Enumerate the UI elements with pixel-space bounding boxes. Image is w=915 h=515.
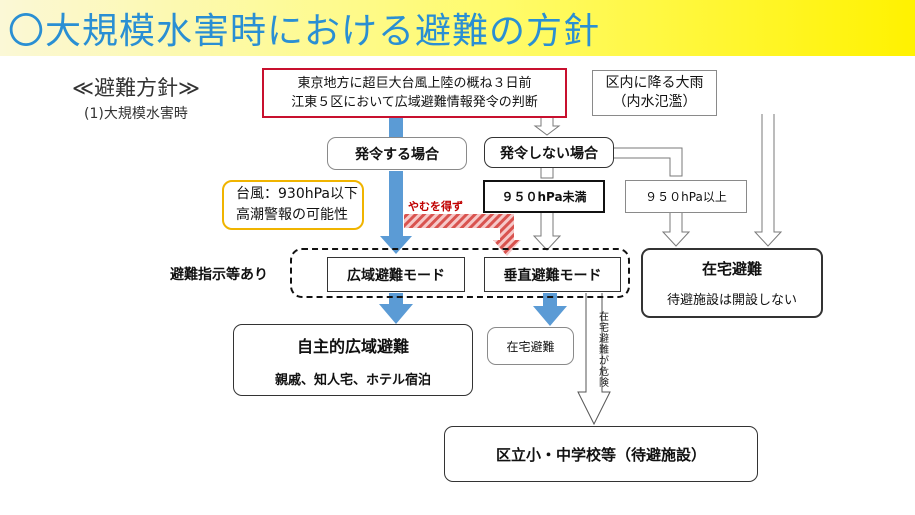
under-950-box: ９５０hPa未満 bbox=[483, 180, 605, 213]
hollow-arrow-7 bbox=[577, 293, 611, 426]
voluntary-wide-evac-box: 自主的広域避難 親戚、知人宅、ホテル宿泊 bbox=[233, 324, 473, 396]
policy-heading: ≪避難方針≫ bbox=[72, 76, 200, 100]
home-evac-small-box: 在宅避難 bbox=[487, 327, 574, 365]
typhoon-condition-box: 台風：930hPa以下 高潮警報の可能性 bbox=[222, 180, 364, 230]
unavoidable-label: やむを得ず bbox=[408, 200, 463, 213]
advance-judgment-line2: 江東５区において広域避難情報発令の判断 bbox=[291, 95, 538, 110]
vertical-mode-label: 垂直避難モード bbox=[503, 267, 602, 284]
evac-instruction-label: 避難指示等あり bbox=[170, 267, 268, 283]
blue-arrowhead-2 bbox=[380, 236, 412, 254]
over-950-label: ９５０hPa以上 bbox=[645, 190, 727, 204]
hollow-arrow-1 bbox=[533, 117, 561, 136]
no-issue-case-box: 発令しない場合 bbox=[484, 137, 614, 168]
page-title: 〇大規模水害時における避難の方針 bbox=[8, 11, 601, 52]
hollow-arrow-3 bbox=[532, 212, 562, 251]
wide-area-mode-box: 広域避難モード bbox=[327, 257, 465, 292]
hollow-arrow-4 bbox=[614, 147, 683, 177]
inland-rain-box: 区内に降る大雨 （内水氾濫） bbox=[592, 70, 717, 116]
typhoon-line2: 高潮警報の可能性 bbox=[236, 207, 348, 223]
home-evac-danger-label: 在宅避難が危険 bbox=[599, 312, 609, 389]
typhoon-line1: 台風：930hPa以下 bbox=[236, 186, 358, 202]
hatched-arrow-horizontal bbox=[404, 214, 512, 228]
no-issue-case-label: 発令しない場合 bbox=[500, 145, 598, 162]
wide-area-mode-label: 広域避難モード bbox=[347, 267, 445, 284]
advance-judgment-box: 東京地方に超巨大台風上陸の概ね３日前 江東５区において広域避難情報発令の判断 bbox=[262, 68, 567, 118]
home-evac-right-box: 在宅避難 待避施設は開設しない bbox=[641, 248, 823, 318]
school-shelter-label: 区立小・中学校等（待避施設） bbox=[495, 445, 706, 464]
issue-case-box: 発令する場合 bbox=[327, 137, 467, 170]
voluntary-wide-evac-title: 自主的広域避難 bbox=[296, 336, 409, 356]
evac-instruction-group bbox=[290, 248, 630, 298]
voluntary-wide-evac-sub: 親戚、知人宅、ホテル宿泊 bbox=[274, 372, 431, 388]
inland-rain-line2: （内水氾濫） bbox=[612, 94, 697, 110]
hatched-arrow-vertical bbox=[500, 214, 514, 242]
home-evac-right-sub: 待避施設は開設しない bbox=[666, 293, 797, 308]
title-band bbox=[0, 0, 915, 56]
issue-case-label: 発令する場合 bbox=[355, 146, 439, 163]
hollow-arrow-5 bbox=[661, 212, 691, 247]
blue-arrow-3 bbox=[379, 293, 413, 324]
blue-arrow-2 bbox=[389, 171, 403, 236]
school-shelter-box: 区立小・中学校等（待避施設） bbox=[444, 426, 758, 482]
home-evac-right-title: 在宅避難 bbox=[701, 260, 762, 278]
blue-arrow-4 bbox=[533, 293, 567, 326]
blue-arrow-1 bbox=[389, 117, 403, 137]
hollow-arrow-6 bbox=[753, 114, 783, 247]
under-950-label: ９５０hPa未満 bbox=[501, 190, 587, 204]
hollow-arrow-2 bbox=[540, 167, 554, 179]
vertical-mode-box: 垂直避難モード bbox=[484, 257, 621, 292]
inland-rain-line1: 区内に降る大雨 bbox=[605, 75, 704, 91]
policy-subheading: (1)大規模水害時 bbox=[84, 106, 188, 122]
advance-judgment-line1: 東京地方に超巨大台風上陸の概ね３日前 bbox=[297, 76, 532, 91]
home-evac-small-label: 在宅避難 bbox=[506, 339, 555, 354]
over-950-box: ９５０hPa以上 bbox=[625, 180, 747, 213]
